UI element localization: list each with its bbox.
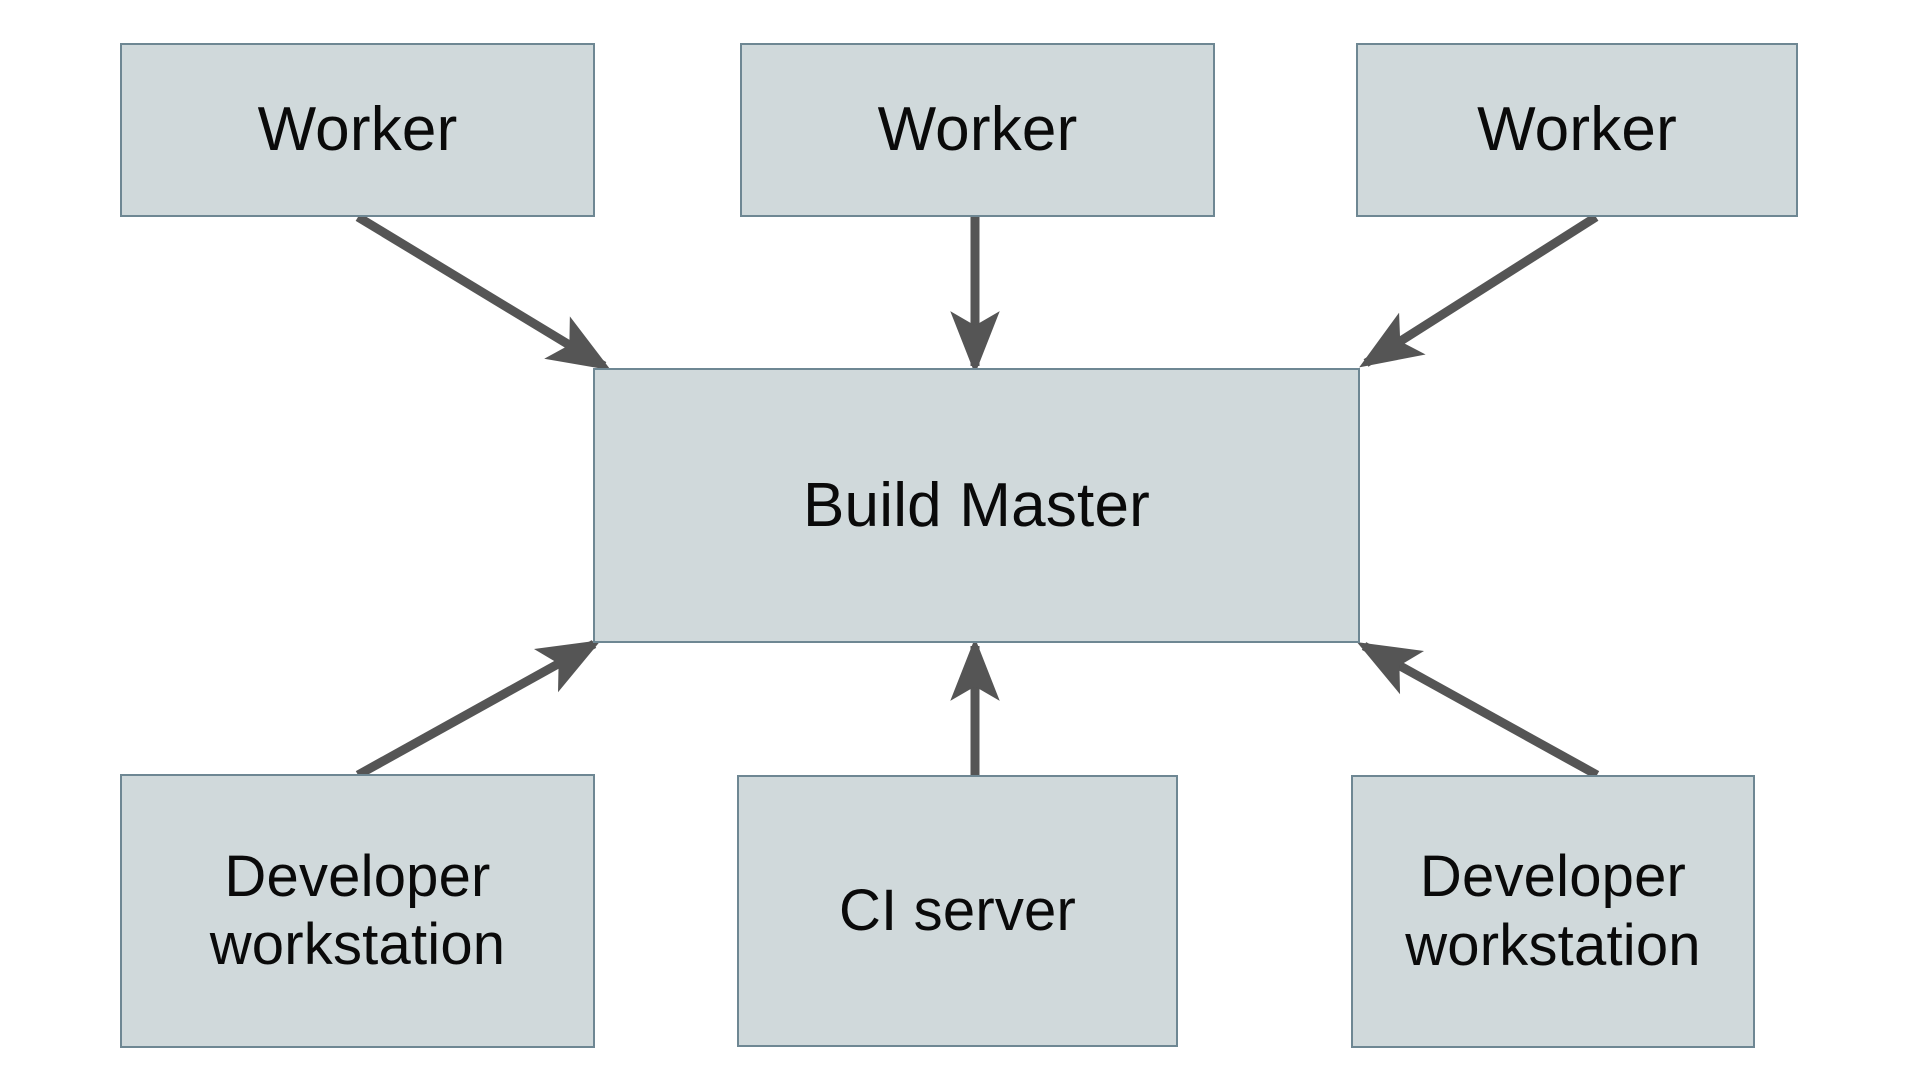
node-developer-workstation-right-label: Developer workstation xyxy=(1405,844,1701,978)
node-worker-3-label: Worker xyxy=(1477,95,1677,165)
edge-dev-ws-2-to-build-master xyxy=(1356,642,1600,779)
node-developer-workstation-left[interactable]: Developer workstation xyxy=(120,774,595,1048)
node-worker-3[interactable]: Worker xyxy=(1356,43,1798,217)
node-ci-server-label: CI server xyxy=(838,877,1077,943)
node-developer-workstation-right[interactable]: Developer workstation xyxy=(1351,775,1755,1048)
edge-worker-3-to-build-master xyxy=(1359,213,1599,368)
node-developer-workstation-left-label: Developer workstation xyxy=(209,843,506,977)
node-build-master[interactable]: Build Master xyxy=(593,368,1360,643)
node-worker-2-label: Worker xyxy=(877,95,1078,165)
node-worker-1[interactable]: Worker xyxy=(120,43,595,217)
node-build-master-label: Build Master xyxy=(803,470,1150,540)
node-worker-2[interactable]: Worker xyxy=(740,43,1215,217)
edge-dev-ws-1-to-build-master xyxy=(355,640,602,779)
node-ci-server[interactable]: CI server xyxy=(737,775,1178,1047)
edge-worker-1-to-build-master xyxy=(355,213,611,371)
node-worker-1-label: Worker xyxy=(257,95,458,165)
